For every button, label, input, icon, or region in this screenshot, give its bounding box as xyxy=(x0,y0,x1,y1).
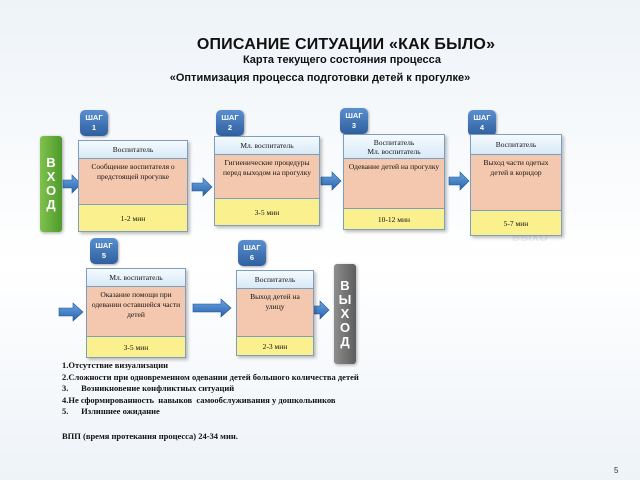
step-card-2: Мл. воспитатель Гигиенические процедуры … xyxy=(214,136,320,226)
entry-letter: Х xyxy=(46,169,56,184)
entry-bar: В Х О Д xyxy=(40,136,62,232)
arrow-icon-5-6 xyxy=(192,298,232,318)
step-card-1: Воспитатель Сообщение воспитателя о пред… xyxy=(78,140,188,232)
exit-letter: Д xyxy=(340,334,350,349)
step-word: ШАГ xyxy=(95,241,113,250)
step-role: Мл. воспитатель xyxy=(87,269,185,287)
step-description: Гигиенические процедуры перед выходом на… xyxy=(215,155,319,199)
step-role: Воспитатель xyxy=(79,141,187,159)
step-description: Выход детей на улицу xyxy=(237,289,313,337)
arrow-icon-3-4 xyxy=(448,171,470,191)
arrow-icon-1-2 xyxy=(191,177,213,197)
list-item: 1.Отсутствие визуализации xyxy=(62,360,169,370)
step-description: Выход части одетых детей в коридор xyxy=(471,155,561,211)
entry-letter: В xyxy=(46,155,56,170)
step-description: Одевание детей на прогулку xyxy=(344,159,444,209)
step-role: Мл. воспитатель xyxy=(215,137,319,155)
step-role: Воспитатель Мл. воспитатель xyxy=(344,135,444,159)
step-number: 6 xyxy=(249,253,255,262)
step-time: 10-12 мин xyxy=(344,209,444,229)
subtitle-line-2: «Оптимизация процесса подготовки детей к… xyxy=(169,72,471,84)
step-word: ШАГ xyxy=(85,113,103,122)
exit-letter: О xyxy=(339,320,351,335)
step-number: 3 xyxy=(351,121,357,130)
page-title: ОПИСАНИЕ СИТУАЦИИ «КАК БЫЛО» xyxy=(196,36,496,53)
entry-letter: О xyxy=(45,183,57,198)
exit-letter: Х xyxy=(340,306,350,321)
step-time: 3-5 мин xyxy=(215,199,319,225)
problems-list: 1.Отсутствие визуализации 2.Сложности пр… xyxy=(62,360,359,418)
step-word: ШАГ xyxy=(473,113,491,122)
step-time: 3-5 мин xyxy=(87,337,185,357)
step-card-5: Мл. воспитатель Оказание помощи при одев… xyxy=(86,268,186,358)
step-time: 5-7 мин xyxy=(471,211,561,235)
list-item: 4.Не сформированность навыков самообслуж… xyxy=(62,394,336,405)
process-time-note: ВПП (время протекания процесса) 24-34 ми… xyxy=(62,431,238,441)
exit-letter: Ы xyxy=(338,292,352,307)
exit-bar: В Ы Х О Д xyxy=(334,264,356,364)
step-card-6: Воспитатель Выход детей на улицу 2-3 мин xyxy=(236,270,314,356)
arrow-icon-to-5 xyxy=(58,302,84,322)
arrow-icon-entry xyxy=(62,174,82,194)
step-description: Сообщение воспитателя о предстоящей прог… xyxy=(79,159,187,205)
step-role: Воспитатель xyxy=(237,271,313,289)
step-word: ШАГ xyxy=(243,243,261,252)
step-card-4: Воспитатель Выход части одетых детей в к… xyxy=(470,134,562,236)
step-word: ШАГ xyxy=(345,111,363,120)
list-item: 5. Излишнее ожидание xyxy=(62,406,160,416)
step-number: 4 xyxy=(479,123,485,132)
exit-letter: В xyxy=(340,278,350,293)
arrow-icon-2-3 xyxy=(320,171,342,191)
page-number: 5 xyxy=(614,466,619,475)
step-number: 2 xyxy=(227,123,233,132)
arrow-icon xyxy=(58,171,470,322)
step-word: ШАГ xyxy=(221,113,239,122)
entry-letter: Д xyxy=(46,197,56,212)
step-time: 1-2 мин xyxy=(79,205,187,231)
step-description: Оказание помощи при одевании оставшейся … xyxy=(87,287,185,337)
list-item: 2.Сложности при одновременном одевании д… xyxy=(62,371,359,382)
subtitle-line-1: Карта текущего состояния процесса xyxy=(242,54,442,66)
step-card-3: Воспитатель Мл. воспитатель Одевание дет… xyxy=(343,134,445,230)
step-number: 5 xyxy=(101,251,107,260)
step-role: Воспитатель xyxy=(471,135,561,155)
step-time: 2-3 мин xyxy=(237,337,313,355)
list-item: 3. Возникновение конфликтных ситуаций xyxy=(62,383,235,393)
step-number: 1 xyxy=(91,123,97,132)
